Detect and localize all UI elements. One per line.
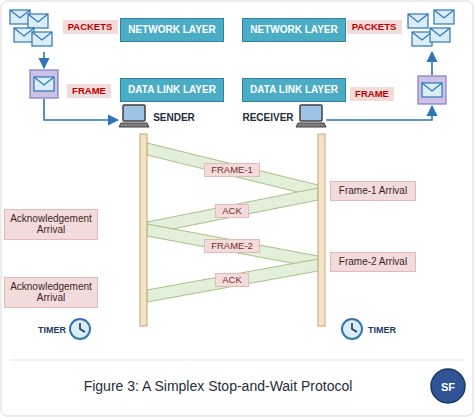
separator-line	[10, 360, 464, 361]
box-text: PACKETS	[68, 22, 113, 33]
event-box: Acknowledgement Arrival	[4, 209, 98, 240]
box-text: FRAME	[355, 89, 389, 100]
laptop-icon	[119, 105, 149, 127]
flow-arrow	[431, 52, 433, 75]
logo-text: SF	[441, 381, 455, 394]
box-text: Frame-1 Arrival	[339, 185, 407, 197]
timer-label: TIMER	[38, 325, 66, 335]
message-band	[147, 143, 318, 197]
frame-icon	[30, 70, 58, 98]
timer-label: TIMER	[368, 325, 396, 335]
event-box: Frame-2 Arrival	[330, 252, 416, 272]
layer-tag: FRAME	[350, 87, 394, 102]
layer-box: DATA LINK LAYER	[120, 78, 224, 102]
layer-tag: PACKETS	[63, 20, 118, 35]
message-label: ACK	[215, 273, 249, 288]
event-box: Acknowledgement Arrival	[4, 277, 98, 308]
layer-box: NETWORK LAYER	[242, 18, 346, 42]
figure-caption: Figure 3: A Simplex Stop-and-Wait Protoc…	[84, 378, 353, 394]
layer-tag: PACKETS	[347, 20, 402, 35]
flow-arrow	[326, 106, 432, 120]
box-text: Acknowledgement Arrival	[9, 281, 93, 304]
clock-icon	[70, 319, 90, 339]
logo-badge	[431, 369, 465, 403]
flow-arrow	[44, 99, 118, 120]
laptop-icon	[296, 105, 326, 127]
box-text: PACKETS	[352, 22, 397, 33]
message-band	[147, 259, 318, 302]
packets-icon	[408, 10, 454, 46]
layer-box: NETWORK LAYER	[120, 18, 224, 42]
message-band	[147, 224, 318, 268]
event-box: Frame-1 Arrival	[330, 181, 416, 201]
host-label: SENDER	[153, 112, 195, 124]
box-text: Acknowledgement Arrival	[9, 213, 93, 236]
box-text: DATA LINK LAYER	[128, 84, 216, 96]
message-band	[147, 188, 318, 234]
box-text: FRAME	[72, 86, 106, 97]
packets-icon	[10, 10, 52, 46]
box-text: NETWORK LAYER	[128, 24, 215, 36]
layer-box: DATA LINK LAYER	[242, 78, 346, 102]
layer-tag: FRAME	[67, 84, 111, 99]
flow-arrow	[43, 52, 45, 68]
frame-icon	[418, 76, 446, 104]
timeline-bar	[140, 134, 147, 326]
message-label: ACK	[215, 204, 249, 219]
box-text: DATA LINK LAYER	[250, 84, 338, 96]
timeline-bar	[318, 134, 325, 326]
box-text: Frame-2 Arrival	[339, 256, 407, 268]
box-text: NETWORK LAYER	[250, 24, 337, 36]
message-label: FRAME-1	[204, 163, 260, 178]
host-label: RECEIVER	[242, 112, 293, 124]
message-label: FRAME-2	[204, 239, 260, 254]
clock-icon	[342, 319, 362, 339]
